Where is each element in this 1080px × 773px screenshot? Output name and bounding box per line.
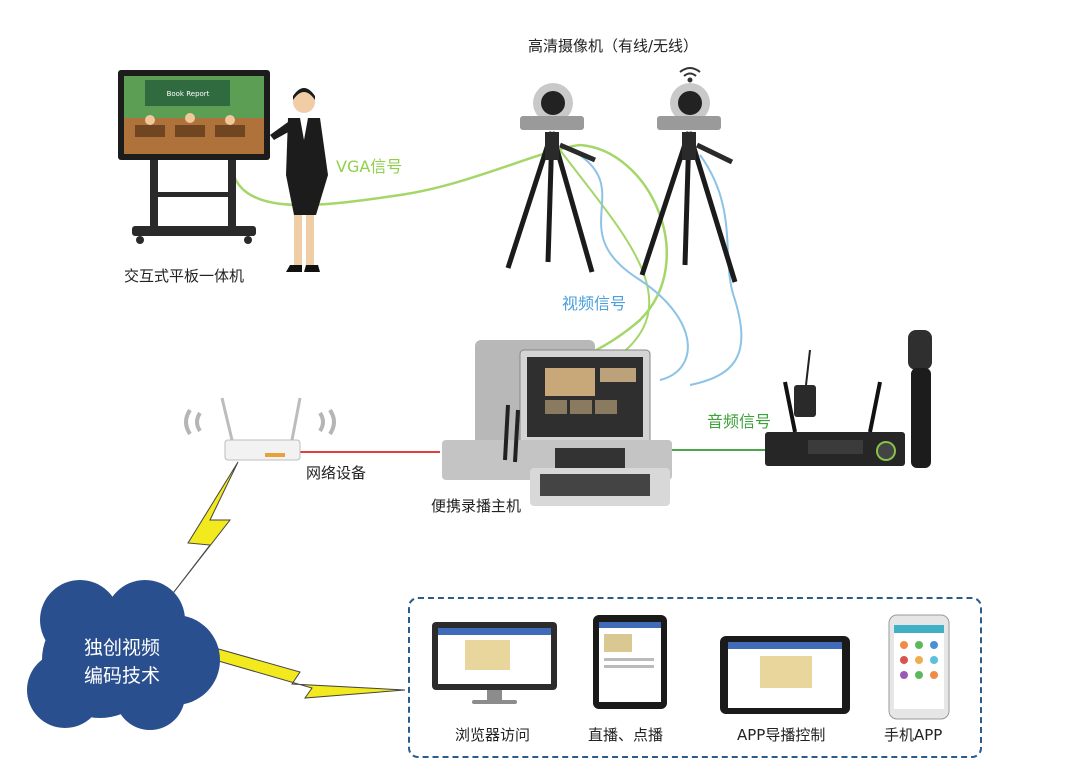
- camera-title-label: 高清摄像机（有线/无线）: [528, 37, 699, 55]
- board-screen-text: Book Report: [167, 90, 210, 98]
- video-cable-1: [571, 149, 689, 381]
- network-label: 网络设备: [306, 464, 367, 482]
- client-label-browser: 浏览器访问: [455, 726, 531, 744]
- camera-2: [639, 83, 738, 283]
- clients-dashed-box: [408, 597, 982, 758]
- router-device: [184, 397, 336, 461]
- cloud-text-line2: 编码技术: [83, 665, 160, 687]
- smartboard-label: 交互式平板一体机: [124, 267, 245, 285]
- client-label-mobile-app: 手机APP: [884, 726, 943, 744]
- mic-receiver: [765, 330, 932, 468]
- client-label-app-director: APP导播控制: [737, 726, 826, 744]
- audio-signal-label: 音频信号: [707, 412, 772, 431]
- client-phone: [888, 614, 950, 720]
- smartboard-device: Book Report: [118, 70, 270, 244]
- cloud-text-line1: 独创视频: [83, 637, 160, 659]
- vga-signal-label: VGA信号: [336, 157, 403, 176]
- cloud-text: 独创视频 编码技术: [52, 634, 192, 690]
- recorder-label: 便携录播主机: [431, 497, 522, 515]
- lightning-bolt-upper: [159, 461, 239, 611]
- video-cable-2: [689, 154, 743, 386]
- camera-1: [505, 83, 596, 273]
- lightning-bolt-lower: [214, 647, 406, 699]
- vga-cable-2: [559, 149, 651, 356]
- client-landscape-tablet: [720, 636, 850, 714]
- cloud-shape: [27, 580, 220, 730]
- portable-recorder: [442, 340, 672, 506]
- wifi-icon: [679, 67, 701, 83]
- video-signal-label: 视频信号: [562, 294, 627, 313]
- client-label-live: 直播、点播: [588, 726, 664, 744]
- client-monitor: [432, 622, 557, 704]
- client-tablet: [593, 615, 667, 709]
- teacher-figure: [270, 88, 328, 272]
